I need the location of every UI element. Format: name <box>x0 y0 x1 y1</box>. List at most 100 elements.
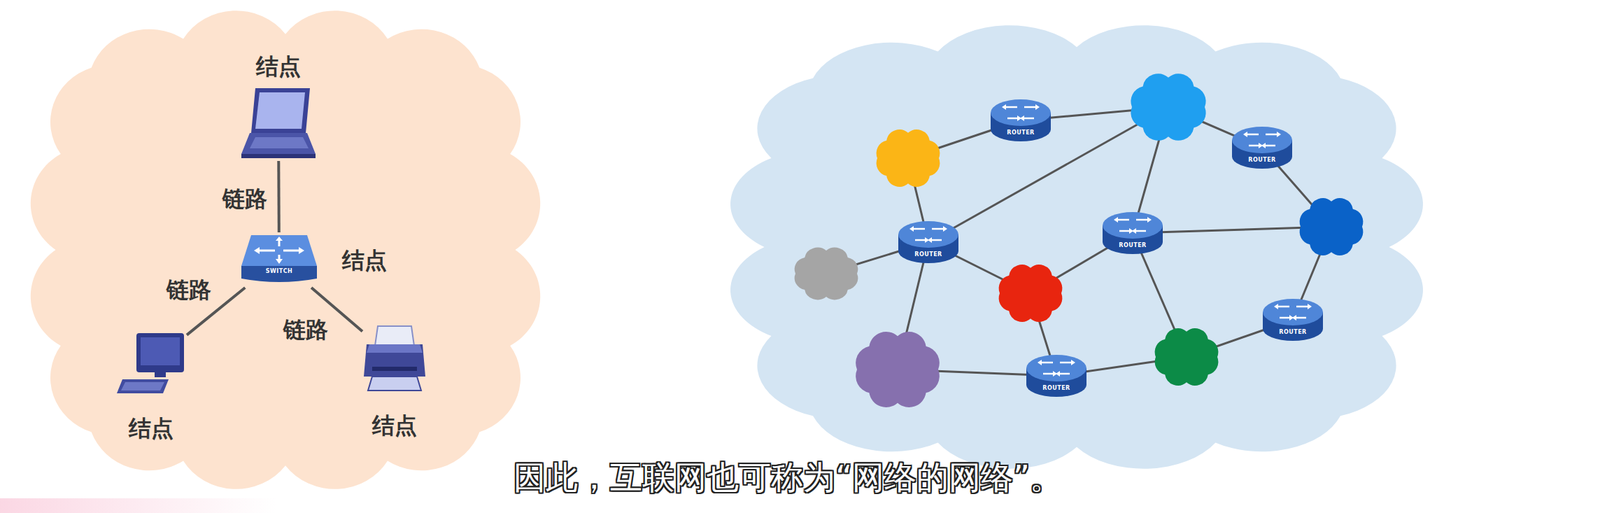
switch-icon-part <box>241 278 317 282</box>
router-icon <box>1261 296 1325 343</box>
node-label: 结点 <box>372 412 417 439</box>
subtitle-caption: 因此，互联网也可称为“网络的网络”。 <box>513 458 1063 497</box>
router-icon-part <box>1059 372 1070 375</box>
pc-icon-part <box>136 333 184 373</box>
switch-icon-part <box>275 236 283 241</box>
router-icon-part <box>1296 316 1307 320</box>
router-icon-part <box>1247 133 1259 136</box>
switch-icon-part <box>275 258 283 264</box>
router-icon <box>989 97 1053 144</box>
printer-icon-part <box>366 344 423 353</box>
router-icon-part <box>1007 117 1018 120</box>
router-icon-part <box>1147 216 1152 223</box>
router-icon-part <box>1026 354 1087 382</box>
router-icon-part <box>1037 359 1042 366</box>
pink-bar <box>0 498 277 513</box>
router-icon-part <box>1041 362 1072 374</box>
router-icon-part <box>1136 230 1146 233</box>
network-cloud <box>1299 197 1364 256</box>
device-label: ROUTER <box>1118 242 1147 249</box>
router-icon-part <box>1043 372 1053 375</box>
pc-icon-part <box>140 337 180 366</box>
printer-icon-part <box>374 326 415 346</box>
router-icon-part <box>1001 104 1040 122</box>
pc-icon-part <box>121 381 165 391</box>
laptop-icon-part <box>241 132 316 154</box>
router-icon <box>1024 352 1088 399</box>
device-label: ROUTER <box>914 251 943 258</box>
router-icon-part <box>1248 144 1259 147</box>
router-icon-part <box>1243 131 1248 138</box>
router-icon <box>1101 209 1165 257</box>
laptop-icon <box>239 86 317 161</box>
router-icon-part <box>1113 216 1152 234</box>
switch-icon <box>239 232 319 288</box>
router-icon-part <box>1276 131 1281 138</box>
switch-icon-part <box>253 236 305 264</box>
router-icon-part <box>924 237 930 243</box>
router-icon-part <box>1117 219 1148 231</box>
router-icon-part <box>1289 314 1294 321</box>
router-icon-part <box>1052 370 1058 377</box>
router-icon-part <box>1262 298 1323 326</box>
router-icon-part <box>1035 104 1040 110</box>
router-icon-part <box>1119 230 1130 233</box>
router-icon-part <box>1006 107 1036 119</box>
router-icon-part <box>1136 218 1148 222</box>
router-icon-part <box>1113 216 1118 223</box>
router-icon-part <box>1278 305 1290 308</box>
router-icon-part <box>1296 305 1308 308</box>
laptop-node: 结点 <box>239 86 317 161</box>
router-icon-part <box>1243 131 1281 149</box>
lan-cloud <box>30 10 541 490</box>
switch-icon-part <box>241 235 317 266</box>
router-icon-part <box>1117 218 1130 222</box>
switch-icon-part <box>278 254 281 259</box>
network-cloud <box>1130 73 1206 140</box>
router-icon-part <box>1037 359 1076 377</box>
switch-icon-part <box>259 249 275 252</box>
router-node: ROUTER <box>989 97 1053 144</box>
printer-icon <box>362 324 427 394</box>
router-icon-part <box>1279 316 1290 320</box>
router-icon-part <box>1247 134 1277 146</box>
router-icon-part <box>1041 361 1053 364</box>
router-icon-part <box>1024 117 1035 120</box>
router-node: ROUTER <box>1261 296 1325 343</box>
laptop-icon-part <box>251 88 310 133</box>
switch-icon-part <box>259 240 299 259</box>
network-cloud <box>794 247 859 300</box>
router-icon-part <box>943 225 948 232</box>
router-icon-part <box>898 221 959 248</box>
switch-icon-part <box>278 240 281 247</box>
printer-icon-part <box>363 344 426 377</box>
router-icon-part <box>909 225 914 232</box>
router-icon-part <box>1273 303 1279 310</box>
router-icon-part <box>1071 359 1076 366</box>
switch-node: SWITCH结点 <box>239 232 319 288</box>
pc-icon-part <box>116 379 169 394</box>
computer-node: 结点 <box>115 331 187 396</box>
router-icon-part <box>990 99 1051 126</box>
switch-icon-part <box>283 249 299 252</box>
router-icon-part <box>909 225 948 243</box>
network-cloud <box>1155 328 1219 386</box>
link-label: 链路 <box>166 277 212 303</box>
internet-cloud <box>730 25 1423 469</box>
network-cloud <box>876 129 941 187</box>
laptop-icon-part <box>241 153 316 159</box>
router-icon <box>896 218 960 266</box>
router-icon-part <box>1265 133 1277 136</box>
router-node: ROUTER <box>1024 352 1088 399</box>
switch-icon-part <box>253 246 260 254</box>
router-icon <box>1230 124 1294 171</box>
router-icon-part <box>1232 126 1293 154</box>
router-icon-part <box>1129 228 1134 234</box>
router-icon-part <box>1024 106 1036 109</box>
network-cloud <box>855 331 940 408</box>
router-icon-part <box>913 228 944 240</box>
switch-icon-part <box>241 265 317 279</box>
network-cloud <box>999 264 1063 322</box>
